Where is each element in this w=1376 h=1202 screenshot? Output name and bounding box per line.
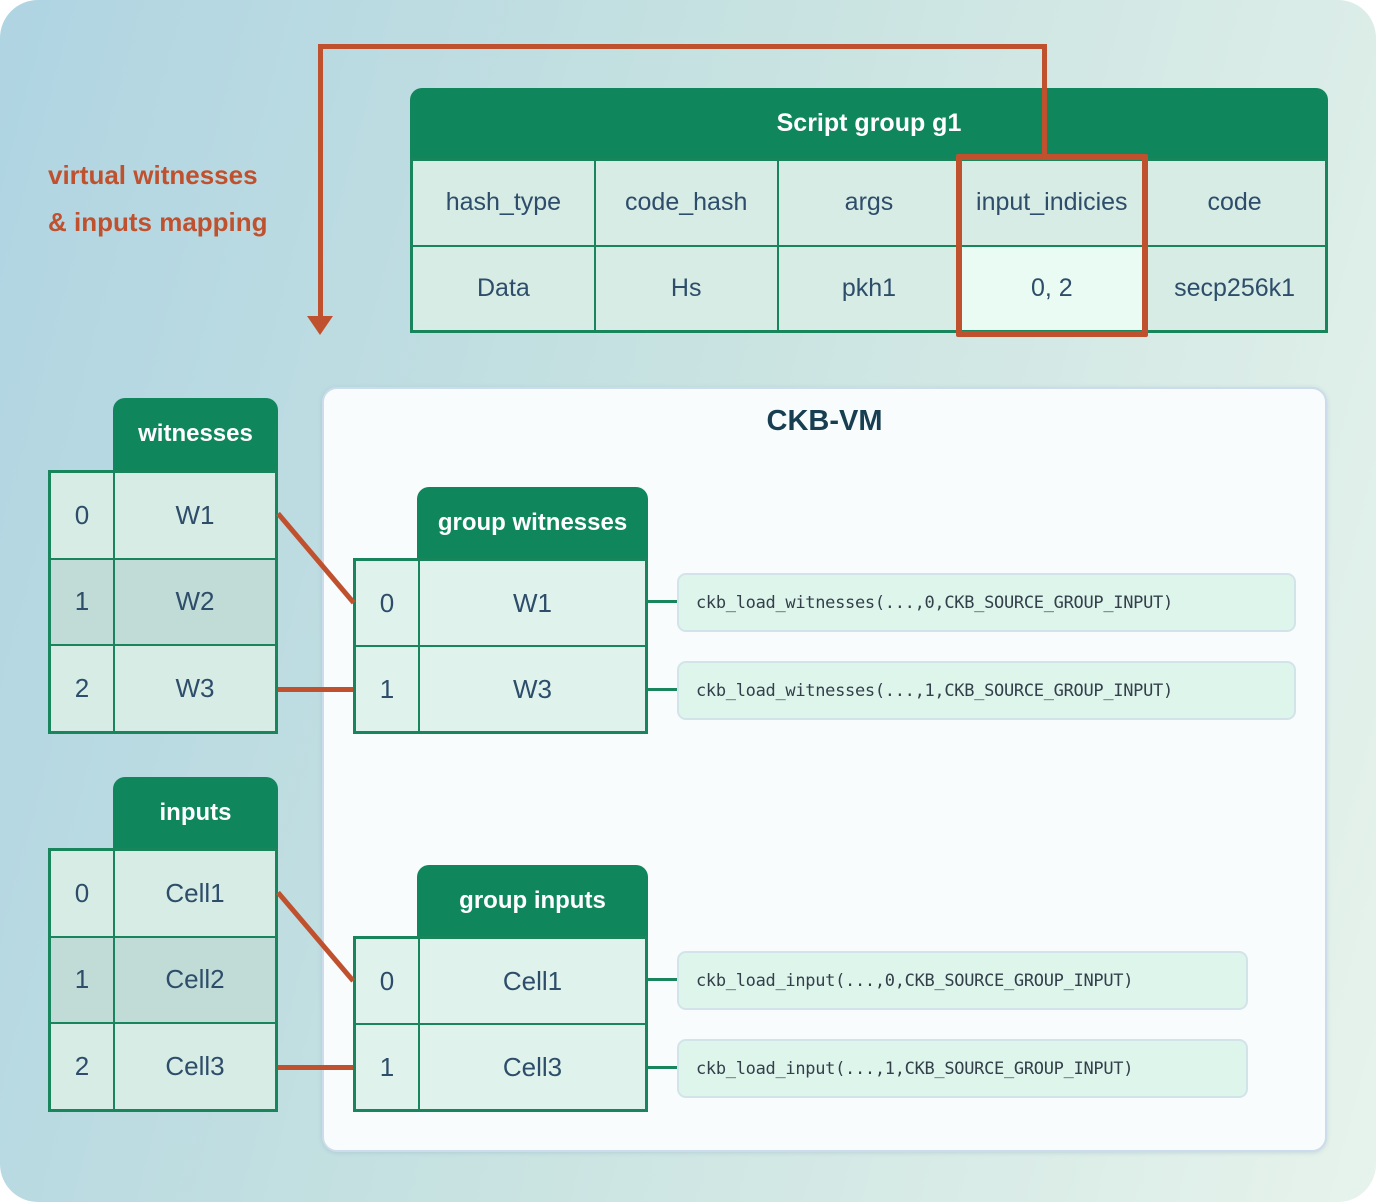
inputs-row-value: Cell1 — [115, 851, 275, 936]
ckb-vm-title: CKB-VM — [766, 405, 883, 437]
group-witnesses-title-label: group witnesses — [437, 508, 628, 536]
mapping-line-vertical-left — [318, 44, 323, 318]
witnesses-row-index: 0 — [51, 473, 113, 558]
inputs-row-value: Cell2 — [115, 937, 275, 1023]
witnesses-row-index: 2 — [51, 646, 113, 731]
group-inputs-title-label: group inputs — [459, 886, 606, 914]
input-indicies-highlight — [956, 154, 1148, 337]
connector-input-0 — [648, 978, 677, 981]
script-group-col-header: hash_type — [413, 161, 594, 245]
script-group-value: pkh1 — [778, 246, 960, 330]
group-witnesses-row-value: W1 — [420, 561, 645, 645]
annotation-virtual-mapping: virtual witnesses & inputs mapping — [48, 152, 268, 246]
mapping-arrowhead-icon — [307, 316, 333, 335]
group-inputs-table: 0 Cell1 1 Cell3 — [353, 936, 648, 1112]
script-group-table-title: Script group g1 — [410, 88, 1328, 158]
connector-witness-1 — [648, 688, 677, 691]
witnesses-row-value: W1 — [115, 473, 275, 558]
script-group-value: Hs — [595, 246, 777, 330]
witnesses-table: 0 W1 1 W2 2 W3 — [48, 470, 278, 734]
mapping-line-vertical-right — [1042, 44, 1047, 160]
script-group-col-header: input_indicies — [961, 161, 1143, 245]
script-group-value: secp256k1 — [1144, 246, 1325, 330]
input-syscall-1: ckb_load_input(...,1,CKB_SOURCE_GROUP_IN… — [677, 1039, 1248, 1098]
group-witnesses-table: 0 W1 1 W3 — [353, 558, 648, 734]
group-witnesses-table-title: group witnesses — [417, 487, 648, 558]
witnesses-row-index: 1 — [51, 559, 113, 645]
mapping-line-horizontal — [318, 44, 1047, 49]
annotation-line-1: virtual witnesses — [48, 160, 258, 190]
group-inputs-table-title: group inputs — [417, 865, 648, 936]
witnesses-row-value: W3 — [115, 646, 275, 731]
group-inputs-row-value: Cell3 — [420, 1025, 645, 1109]
connector-witness-0 — [648, 600, 677, 603]
input-syscall-0: ckb_load_input(...,0,CKB_SOURCE_GROUP_IN… — [677, 951, 1248, 1010]
inputs-table: 0 Cell1 1 Cell2 2 Cell3 — [48, 848, 278, 1112]
script-group-value: Data — [413, 246, 594, 330]
script-group-title-label: Script group g1 — [776, 108, 962, 137]
script-group-col-header: code — [1144, 161, 1325, 245]
group-inputs-row-index: 0 — [356, 939, 418, 1023]
inputs-row-index: 1 — [51, 937, 113, 1023]
inputs-row-value: Cell3 — [115, 1024, 275, 1109]
connector-input-1 — [648, 1066, 677, 1069]
group-inputs-row-value: Cell1 — [420, 939, 645, 1023]
script-group-col-header: args — [778, 161, 960, 245]
inputs-title-label: inputs — [159, 798, 232, 826]
group-inputs-row-index: 1 — [356, 1025, 418, 1109]
inputs-row-index: 2 — [51, 1024, 113, 1109]
script-group-col-header: code_hash — [595, 161, 777, 245]
witness-syscall-0: ckb_load_witnesses(...,0,CKB_SOURCE_GROU… — [677, 573, 1296, 632]
map-line-cell3 — [278, 1065, 353, 1070]
witnesses-row-value: W2 — [115, 559, 275, 645]
inputs-row-index: 0 — [51, 851, 113, 936]
group-witnesses-row-value: W3 — [420, 647, 645, 731]
inputs-table-title: inputs — [113, 777, 278, 848]
witnesses-title-label: witnesses — [138, 420, 253, 447]
witness-syscall-1: ckb_load_witnesses(...,1,CKB_SOURCE_GROU… — [677, 661, 1296, 720]
script-group-value-input-indicies: 0, 2 — [961, 246, 1143, 330]
map-line-w3 — [278, 687, 353, 692]
group-witnesses-row-index: 1 — [356, 647, 418, 731]
script-group-table: hash_type code_hash args input_indicies … — [410, 158, 1328, 333]
witnesses-table-title: witnesses — [113, 398, 278, 470]
annotation-line-2: & inputs mapping — [48, 207, 268, 237]
group-witnesses-row-index: 0 — [356, 561, 418, 645]
